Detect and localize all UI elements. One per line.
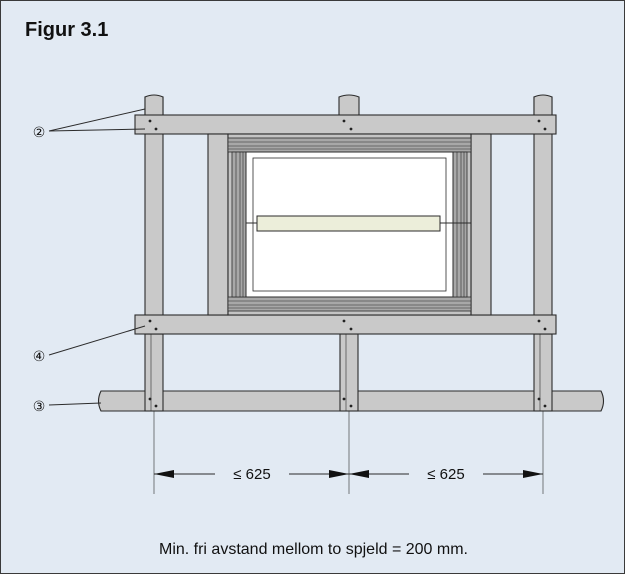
jamb-left <box>207 133 229 316</box>
figure-caption: Min. fri avstand mellom to spjeld = 200 … <box>158 541 468 558</box>
stud-left-top <box>144 94 164 116</box>
damper-blade <box>256 215 441 232</box>
damper-stripes-left <box>231 151 247 298</box>
top-track <box>134 114 557 135</box>
lower-stud-right <box>533 333 553 412</box>
stud-middle-top <box>338 94 360 116</box>
lower-stud-left <box>144 333 164 412</box>
callout-2: ② <box>33 125 46 141</box>
figure-title: Figur 3.1 <box>25 19 109 41</box>
damper-stripes-right <box>452 151 468 298</box>
callout-3: ③ <box>33 399 46 415</box>
callout-4: ④ <box>33 349 46 365</box>
screws <box>148 119 547 408</box>
leader-3 <box>48 402 102 406</box>
stud-right-top <box>533 94 553 116</box>
damper-stripes-top <box>227 137 472 153</box>
damper-inner-edge <box>252 157 447 292</box>
sill-track <box>134 314 557 335</box>
dim-1-label: ≤ 625 <box>233 466 270 483</box>
dim-2-label: ≤ 625 <box>427 466 464 483</box>
leader-2a <box>48 108 146 132</box>
leader-4 <box>48 325 146 356</box>
damper-stripes-bottom <box>227 296 472 312</box>
leader-2b <box>48 128 146 132</box>
jamb-right <box>470 133 492 316</box>
